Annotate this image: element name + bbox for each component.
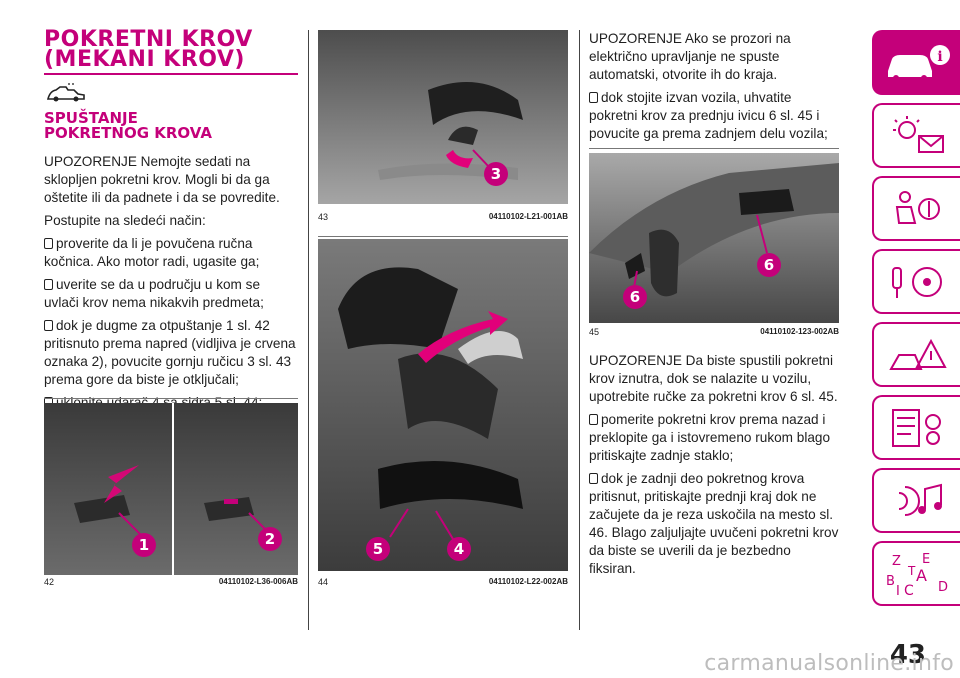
figure-42-image: 1 2 <box>44 403 298 575</box>
tab-emergency[interactable] <box>872 322 960 387</box>
page-number: 43 <box>889 640 926 670</box>
tab-starting-driving[interactable] <box>872 249 960 314</box>
warning-paragraph: UPOZORENJE Nemojte sedati na sklopljen p… <box>44 154 280 205</box>
title-underline <box>44 73 298 75</box>
index-letter: I <box>896 584 900 599</box>
bullet-item: proverite da li je povučena ručna kočnic… <box>44 236 260 269</box>
figure-43-image: 3 <box>318 30 568 204</box>
figure-45-image: 6 6 <box>589 153 839 323</box>
bullet-icon <box>44 320 53 331</box>
airbag-seat-icon <box>895 190 940 224</box>
index-letter: B <box>886 574 895 589</box>
callout-4: 4 <box>454 540 464 558</box>
index-letter: Z <box>892 554 901 569</box>
callout-6a: 6 <box>630 288 640 306</box>
figure-44-image: 5 4 <box>318 239 568 571</box>
tab-multimedia[interactable] <box>872 468 960 533</box>
bullet-icon <box>589 414 598 425</box>
bullet-icon <box>44 238 53 249</box>
road-warning-icon <box>889 338 947 370</box>
index-letter: A <box>916 566 927 585</box>
column-divider <box>579 30 580 630</box>
callout-1: 1 <box>139 536 149 554</box>
maintenance-icon <box>892 408 941 447</box>
tab-warning-lights[interactable] <box>872 103 960 168</box>
watermark: carmanualsonline.info <box>704 651 954 676</box>
tab-safety[interactable] <box>872 176 960 241</box>
intro-paragraph: Postupite na sledeći način: <box>44 213 206 228</box>
bullet-item: pomerite pokretni krov prema nazad i pre… <box>589 412 831 463</box>
index-letter: D <box>938 580 948 595</box>
column-1: POKRETNI KROV (MEKANI KROV) SPUŠTANJE PO… <box>44 27 298 417</box>
convertible-car-icon <box>46 83 85 102</box>
callout-5: 5 <box>373 540 383 558</box>
index-letter: C <box>904 583 914 599</box>
callout-6b: 6 <box>764 256 774 274</box>
index-letters-icon: Z E A B C D I T <box>886 552 948 599</box>
bullet-item: dok je zadnji deo pokretnog krova pritis… <box>589 471 839 576</box>
section-title: POKRETNI KROV (MEKANI KROV) <box>44 27 253 72</box>
bullet-item: dok stojite izvan vozila, uhvatite pokre… <box>589 90 828 141</box>
callout-3: 3 <box>491 165 501 183</box>
warning-paragraph: UPOZORENJE Ako se prozori na električno … <box>589 31 791 82</box>
subsection-title: SPUŠTANJE POKRETNOG KROVA <box>44 109 212 142</box>
warning-paragraph: UPOZORENJE Da biste spustili pokretni kr… <box>589 353 838 404</box>
index-letter: T <box>907 564 916 578</box>
column-3: UPOZORENJE Ako se prozori na električno … <box>589 30 839 148</box>
car-info-icon: i <box>888 44 950 81</box>
callout-2: 2 <box>265 530 275 548</box>
svg-text:i: i <box>937 49 942 65</box>
column-3-lower: UPOZORENJE Da biste spustili pokretni kr… <box>589 352 839 583</box>
index-letter: E <box>922 552 930 567</box>
bullet-item: dok je dugme za otpuštanje 1 sl. 42 prit… <box>44 318 296 387</box>
bullet-icon <box>44 279 53 290</box>
tab-index[interactable]: Z E A B C D I T <box>872 541 960 606</box>
multimedia-icon <box>898 483 942 516</box>
warning-lights-icon <box>893 115 944 153</box>
tab-car-info[interactable]: i <box>872 30 960 95</box>
tab-maintenance[interactable] <box>872 395 960 460</box>
column-divider <box>308 30 309 630</box>
bullet-icon <box>589 92 598 103</box>
bullet-icon <box>589 473 598 484</box>
bullet-item: uverite se da u području u kom se uvlači… <box>44 277 264 310</box>
key-steering-icon <box>892 266 942 298</box>
